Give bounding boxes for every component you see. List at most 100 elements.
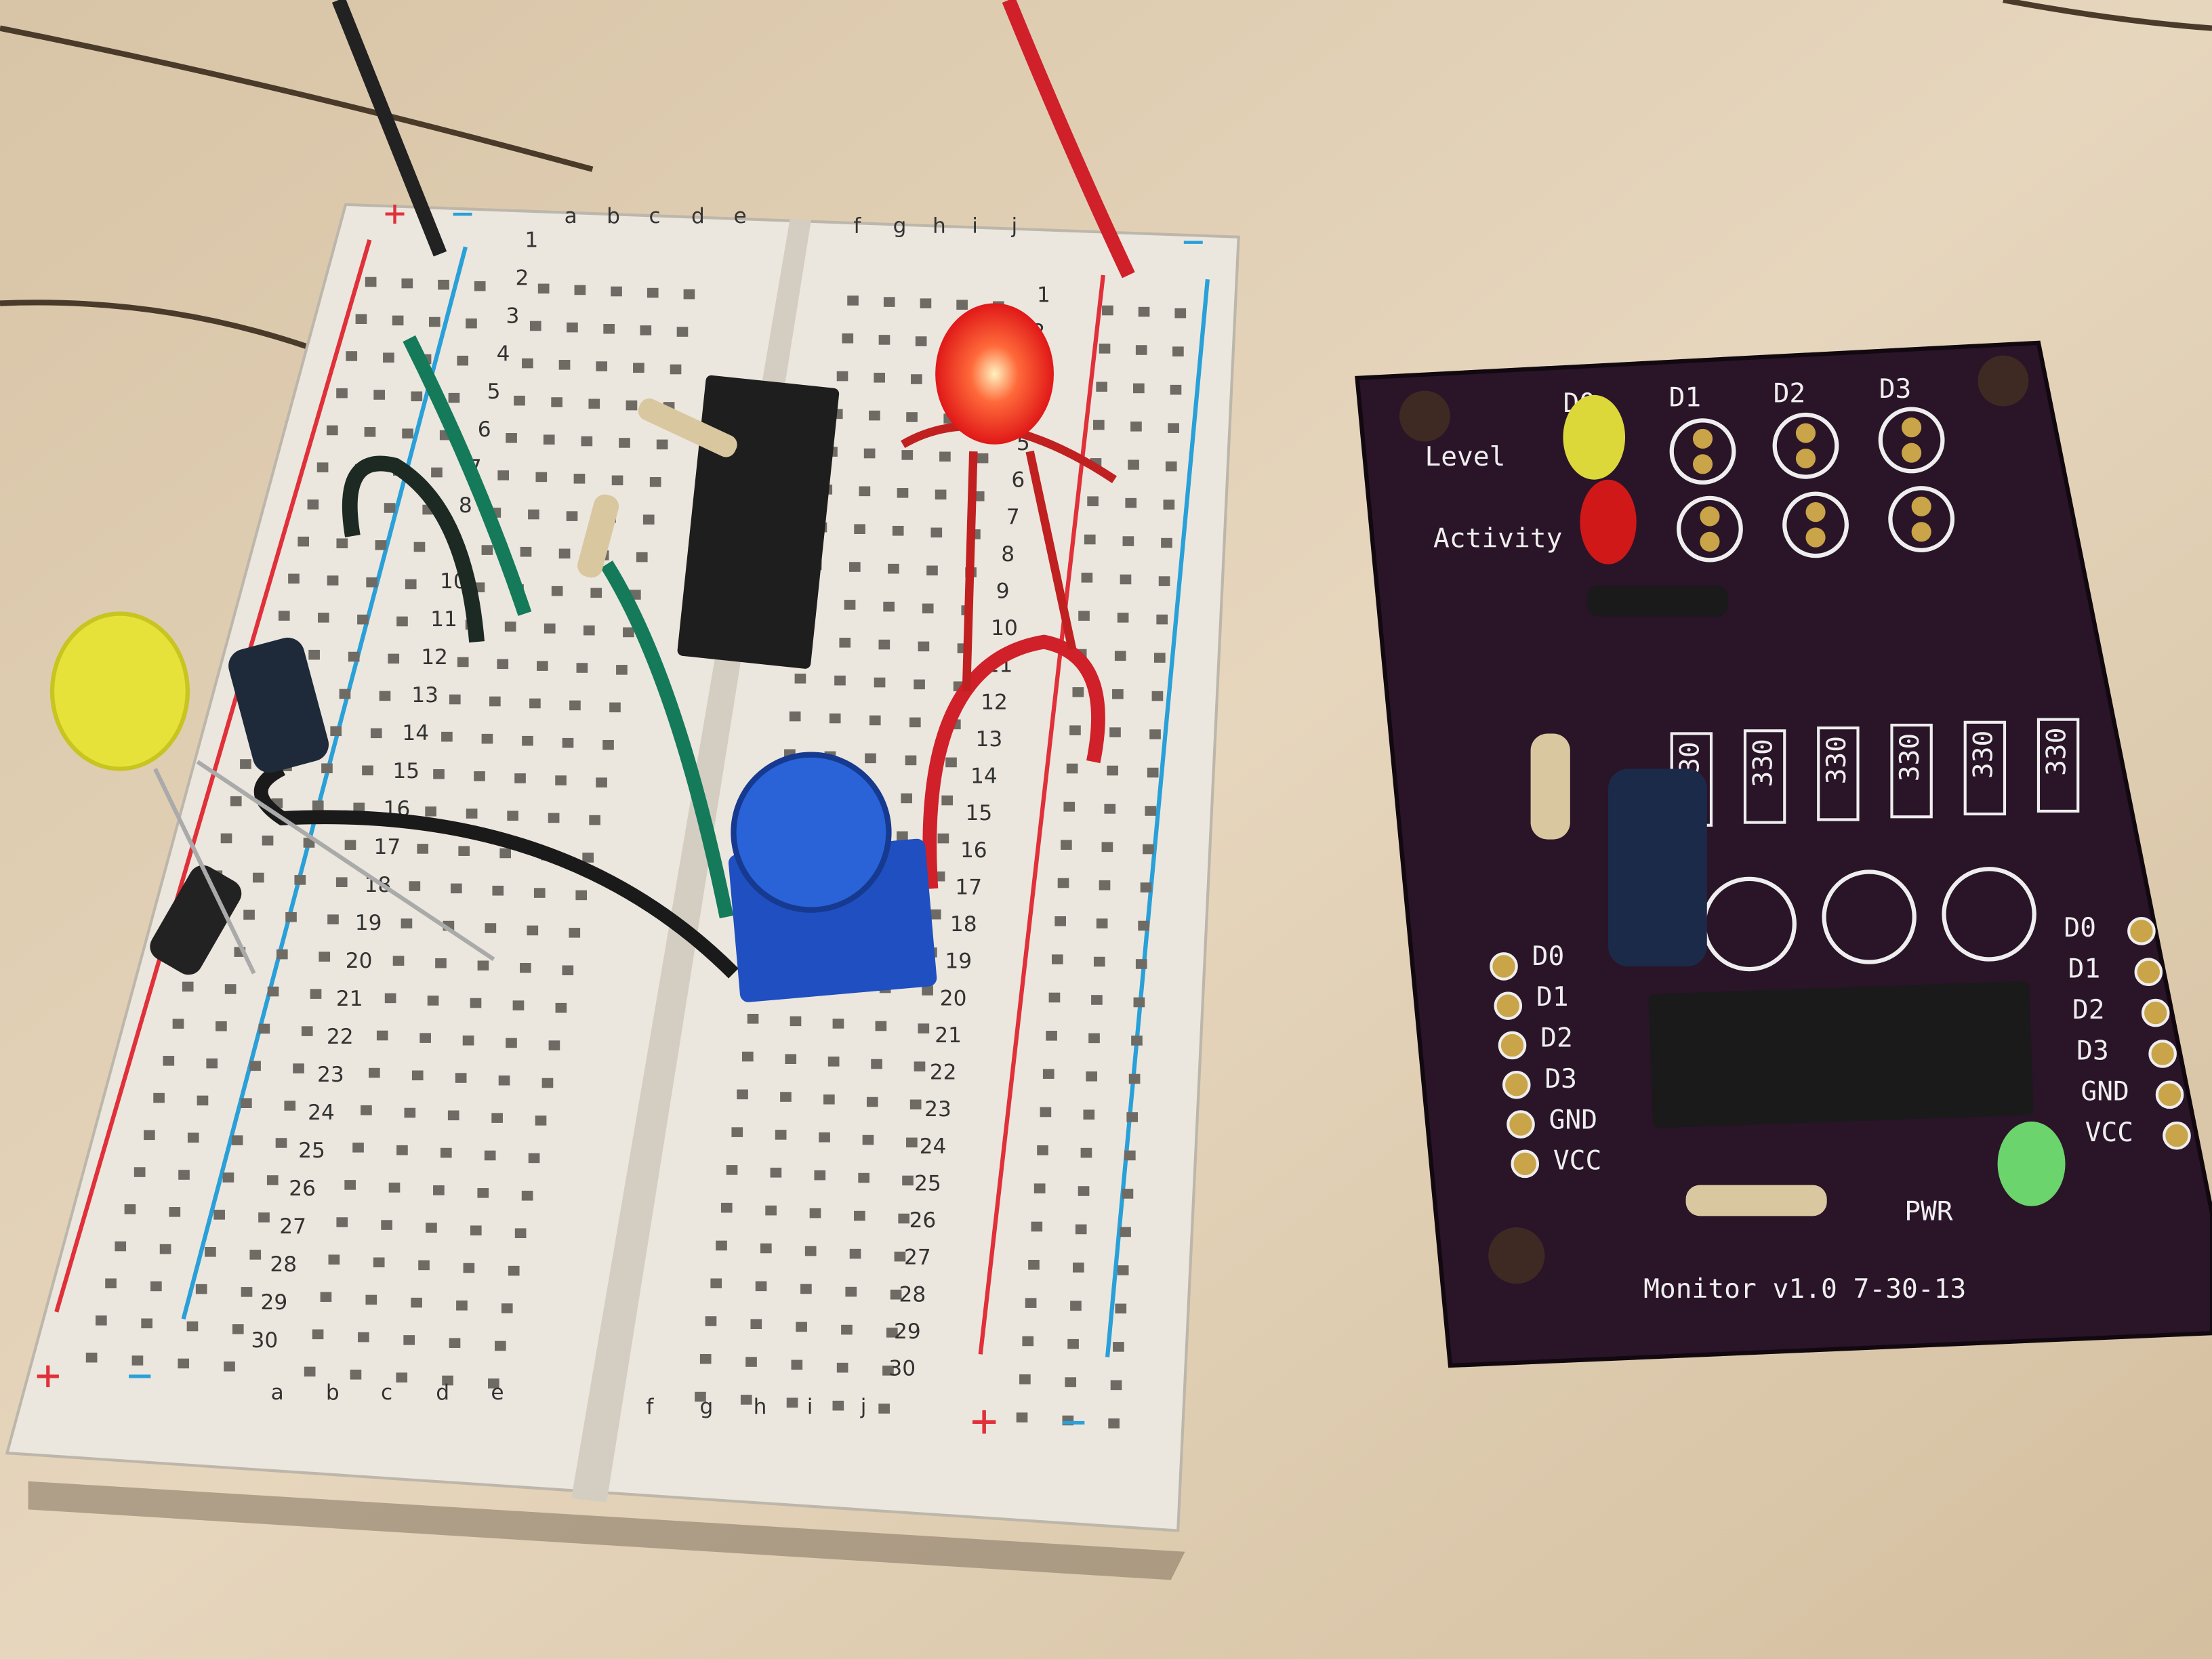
breadboard-hole[interactable]	[275, 1138, 287, 1148]
breadboard-hole[interactable]	[1149, 729, 1161, 739]
breadboard-hole[interactable]	[319, 951, 331, 962]
breadboard-hole[interactable]	[328, 1254, 340, 1265]
header-pin-right[interactable]	[2127, 917, 2156, 945]
breadboard-hole[interactable]	[304, 1366, 316, 1377]
breadboard-hole[interactable]	[1117, 613, 1129, 623]
breadboard-hole[interactable]	[357, 614, 369, 625]
breadboard-hole[interactable]	[865, 753, 876, 764]
breadboard-hole[interactable]	[220, 833, 232, 844]
breadboard-hole[interactable]	[603, 323, 615, 334]
breadboard-hole[interactable]	[441, 731, 453, 742]
breadboard-hole[interactable]	[1108, 1418, 1120, 1429]
breadboard-hole[interactable]	[911, 374, 922, 384]
breadboard-hole[interactable]	[497, 659, 509, 670]
breadboard-hole[interactable]	[878, 335, 890, 345]
breadboard-hole[interactable]	[882, 1366, 894, 1376]
breadboard-hole[interactable]	[1131, 1036, 1143, 1046]
breadboard-hole[interactable]	[1104, 804, 1116, 814]
breadboard-hole[interactable]	[1081, 573, 1093, 583]
breadboard-hole[interactable]	[197, 1095, 209, 1106]
breadboard-hole[interactable]	[1114, 651, 1126, 661]
breadboard-hole[interactable]	[411, 1297, 422, 1308]
breadboard-hole[interactable]	[741, 1051, 754, 1062]
breadboard-hole[interactable]	[449, 1338, 461, 1348]
breadboard-hole[interactable]	[427, 996, 439, 1006]
breadboard-hole[interactable]	[178, 1170, 190, 1180]
breadboard-hole[interactable]	[1042, 1069, 1054, 1079]
breadboard-hole[interactable]	[301, 1026, 313, 1036]
header-pin-right[interactable]	[2148, 1040, 2177, 1068]
breadboard-hole[interactable]	[327, 575, 339, 586]
breadboard-hole[interactable]	[596, 361, 608, 371]
breadboard-hole[interactable]	[466, 318, 477, 329]
breadboard-hole[interactable]	[854, 524, 865, 535]
breadboard-hole[interactable]	[789, 711, 801, 722]
breadboard-hole[interactable]	[159, 1244, 171, 1254]
breadboard-hole[interactable]	[224, 1361, 235, 1372]
breadboard-hole[interactable]	[1107, 765, 1118, 776]
breadboard-hole[interactable]	[901, 793, 913, 804]
breadboard-hole[interactable]	[869, 410, 880, 421]
breadboard-hole[interactable]	[1078, 1186, 1090, 1196]
breadboard-hole[interactable]	[353, 802, 365, 813]
breadboard-hole[interactable]	[699, 1353, 712, 1364]
breadboard-hole[interactable]	[470, 1225, 482, 1235]
breadboard-hole[interactable]	[457, 355, 469, 366]
breadboard-hole[interactable]	[858, 1172, 869, 1183]
breadboard-hole[interactable]	[141, 1318, 152, 1329]
breadboard-hole[interactable]	[405, 579, 417, 590]
breadboard-hole[interactable]	[231, 1135, 243, 1145]
breadboard-hole[interactable]	[569, 928, 581, 938]
breadboard-hole[interactable]	[915, 336, 927, 346]
breadboard-hole[interactable]	[941, 795, 954, 806]
breadboard-hole[interactable]	[433, 769, 445, 779]
breadboard-hole[interactable]	[588, 398, 600, 409]
breadboard-hole[interactable]	[555, 1002, 567, 1013]
breadboard-hole[interactable]	[548, 1040, 560, 1050]
breadboard-hole[interactable]	[285, 912, 297, 922]
breadboard-hole[interactable]	[485, 923, 497, 933]
breadboard-hole[interactable]	[267, 986, 279, 997]
breadboard-hole[interactable]	[308, 649, 320, 660]
breadboard-hole[interactable]	[866, 1097, 878, 1107]
breadboard-hole[interactable]	[710, 1278, 722, 1289]
breadboard-hole[interactable]	[528, 1153, 540, 1164]
breadboard-hole[interactable]	[506, 1038, 517, 1048]
breadboard-hole[interactable]	[85, 1352, 98, 1363]
breadboard-hole[interactable]	[616, 665, 628, 675]
breadboard-hole[interactable]	[785, 1054, 797, 1064]
breadboard-hole[interactable]	[676, 327, 689, 337]
breadboard-hole[interactable]	[1145, 806, 1157, 816]
breadboard-hole[interactable]	[186, 1321, 199, 1332]
breadboard-hole[interactable]	[1143, 844, 1154, 855]
header-pin-right[interactable]	[2155, 1080, 2184, 1109]
breadboard-hole[interactable]	[266, 1175, 279, 1185]
breadboard-hole[interactable]	[481, 545, 493, 555]
breadboard-hole[interactable]	[1063, 802, 1076, 812]
breadboard-hole[interactable]	[205, 1246, 216, 1257]
breadboard-hole[interactable]	[316, 462, 329, 472]
breadboard-hole[interactable]	[775, 1130, 787, 1140]
breadboard-hole[interactable]	[153, 1092, 165, 1103]
breadboard-hole[interactable]	[705, 1316, 717, 1326]
breadboard-hole[interactable]	[379, 691, 391, 701]
breadboard-hole[interactable]	[224, 984, 237, 994]
breadboard-hole[interactable]	[609, 702, 621, 713]
header-pin-left[interactable]	[1498, 1031, 1527, 1060]
breadboard-hole[interactable]	[914, 1061, 926, 1071]
breadboard-hole[interactable]	[144, 1130, 155, 1141]
breadboard-hole[interactable]	[481, 733, 493, 744]
breadboard-hole[interactable]	[344, 1180, 356, 1190]
breadboard-hole[interactable]	[335, 877, 348, 888]
breadboard-hole[interactable]	[1083, 1109, 1095, 1120]
breadboard-hole[interactable]	[507, 811, 518, 821]
breadboard-hole[interactable]	[1046, 1031, 1057, 1041]
breadboard-hole[interactable]	[172, 1019, 184, 1029]
breadboard-hole[interactable]	[388, 653, 400, 664]
breadboard-hole[interactable]	[115, 1241, 127, 1252]
breadboard-hole[interactable]	[426, 1223, 437, 1233]
breadboard-hole[interactable]	[262, 835, 274, 846]
breadboard-hole[interactable]	[914, 679, 925, 690]
breadboard-hole[interactable]	[404, 1107, 416, 1118]
breadboard-hole[interactable]	[1120, 574, 1132, 585]
